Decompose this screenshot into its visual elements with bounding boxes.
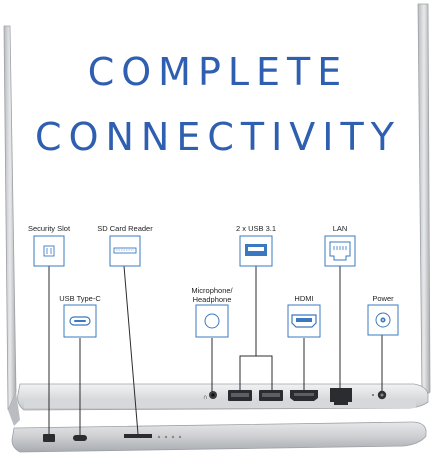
usb-icon [239,235,273,267]
laptop-base-lower [11,421,427,453]
lan-port [330,388,352,405]
headline-line-2: CONNECTIVITY [35,115,401,159]
security-slot-icon [33,235,65,267]
label-sd-card-reader: SD Card Reader [97,224,153,233]
label-microphone: Microphone/ [191,286,233,295]
status-leds [157,435,182,439]
laptop-lid [3,3,431,426]
hdmi-icon [287,304,321,338]
label-usb-type-c: USB Type-C [59,294,101,303]
usb-c-icon [63,304,97,338]
power-icon [367,304,399,336]
headphone-jack-icon [195,304,229,338]
upper-ports: ∩ [203,388,387,405]
label-security-slot: Security Slot [27,224,71,233]
security-slot-port [43,434,55,442]
label-power: Power [372,294,394,303]
lid-right-edge [417,3,431,399]
label-lan: LAN [332,224,348,233]
usb-c-port [73,435,87,441]
headline-line-1: COMPLETE [87,50,349,94]
sd-card-port [124,434,152,438]
label-usb31: 2 x USB 3.1 [235,224,277,233]
lan-icon [324,235,356,267]
label-hdmi: HDMI [294,294,314,303]
laptop-base-upper [17,383,429,411]
svg-text:∩: ∩ [203,394,207,401]
sd-card-icon [109,235,141,267]
label-headphone: Headphone [192,295,232,304]
connector-lines [48,265,383,435]
